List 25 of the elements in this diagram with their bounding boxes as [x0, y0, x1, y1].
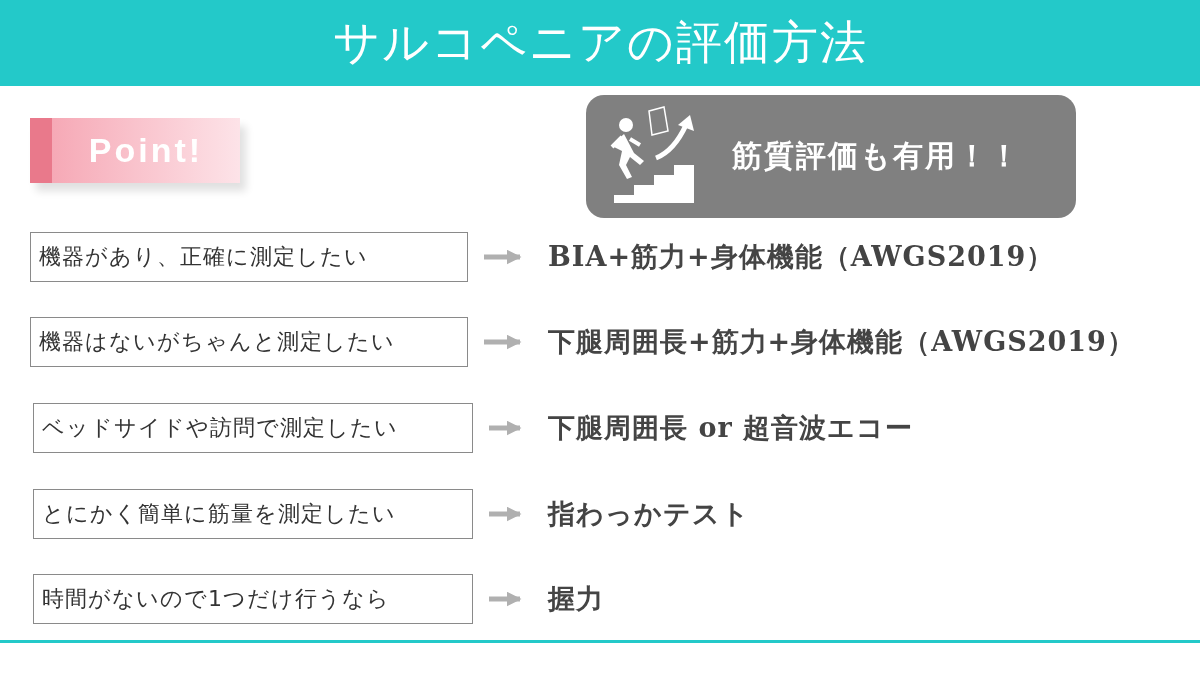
- point-text: Point!: [88, 131, 204, 170]
- condition-text: 時間がないので1つだけ行うなら: [42, 585, 390, 613]
- callout-text: 筋質評価も有用！！: [732, 137, 1021, 175]
- arrow: [484, 334, 522, 350]
- condition-text: 機器があり、正確に測定したい: [39, 243, 368, 271]
- condition-box: [30, 232, 468, 282]
- condition-text: ベッドサイドや訪問で測定したい: [42, 414, 398, 442]
- method-text: 握力: [548, 582, 604, 616]
- title: サルコペニアの評価方法: [332, 14, 868, 71]
- method-text: 指わっかテスト: [548, 497, 750, 531]
- method-text: 下腿周囲長 or 超音波エコー: [548, 411, 914, 445]
- condition-box: [30, 317, 468, 367]
- arrow: [489, 591, 522, 607]
- condition-box: [33, 403, 473, 453]
- callout-panel: [586, 95, 1076, 218]
- method-text: 下腿周囲長+筋力+身体機能（AWGS2019）: [548, 325, 1135, 359]
- arrow: [489, 506, 522, 522]
- condition-text: とにかく簡単に筋量を測定したい: [42, 500, 396, 528]
- method-text: BIA+筋力+身体機能（AWGS2019）: [548, 240, 1055, 274]
- point-label: [30, 118, 240, 183]
- arrow: [484, 249, 522, 265]
- arrow: [489, 420, 522, 436]
- condition-text: 機器はないがちゃんと測定したい: [39, 328, 395, 356]
- condition-box: [33, 489, 473, 539]
- condition-box: [33, 574, 473, 624]
